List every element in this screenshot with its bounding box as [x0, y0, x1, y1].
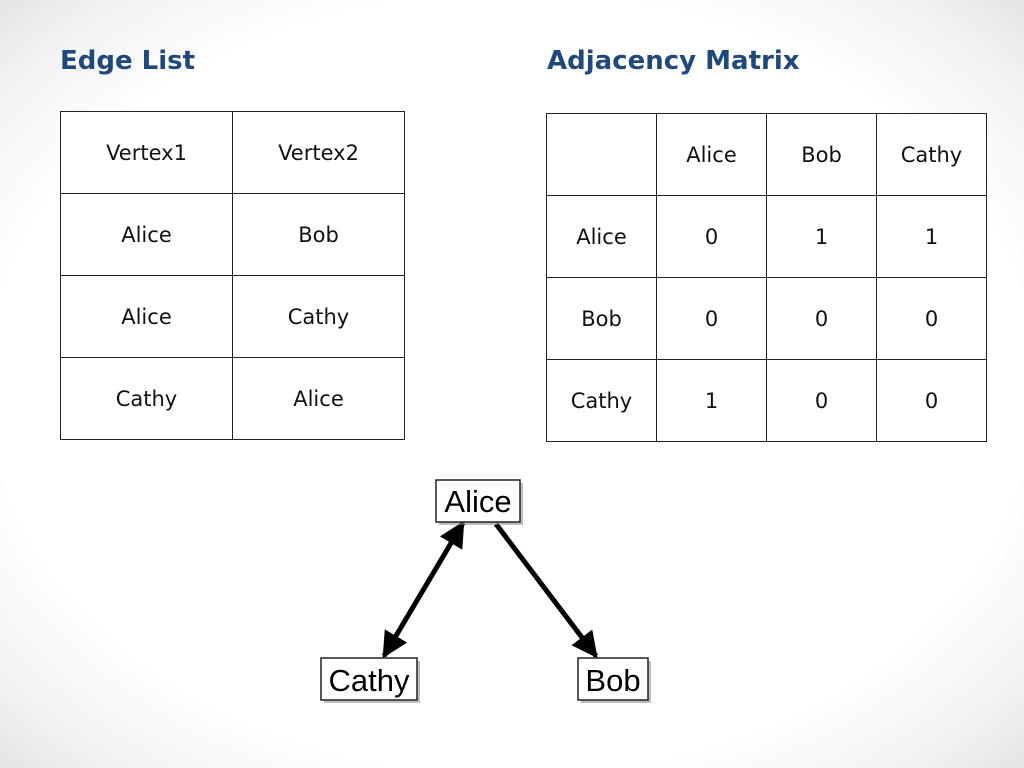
- node-cathy: Cathy: [320, 657, 420, 703]
- matrix-cell: 0: [876, 359, 987, 442]
- adjacency-matrix-title: Adjacency Matrix: [547, 46, 800, 76]
- matrix-cell: 0: [766, 277, 877, 360]
- edge-alice-bob: [494, 522, 598, 659]
- matrix-column-header: Cathy: [876, 113, 987, 196]
- matrix-column-header: Bob: [766, 113, 877, 196]
- edge-list-header-cell: Vertex1: [60, 111, 233, 194]
- node-alice: Alice: [435, 479, 523, 525]
- matrix-header-row: Alice Bob Cathy: [546, 113, 987, 196]
- matrix-corner-cell: [546, 113, 657, 196]
- edge-list-row: Alice Cathy: [60, 275, 405, 358]
- edge-list-cell: Cathy: [60, 357, 233, 440]
- matrix-row-header: Cathy: [546, 359, 657, 442]
- edge-list-cell: Cathy: [232, 275, 405, 358]
- matrix-row: Alice 0 1 1: [546, 195, 987, 278]
- edge-alice-cathy: [381, 520, 466, 659]
- matrix-column-header: Alice: [656, 113, 767, 196]
- node-bob-label: Bob: [585, 663, 640, 698]
- matrix-cell: 0: [656, 195, 767, 278]
- matrix-cell: 1: [656, 359, 767, 442]
- edge-list-header-cell: Vertex2: [232, 111, 405, 194]
- edge-list-cell: Bob: [232, 193, 405, 276]
- edge-list-title: Edge List: [60, 46, 196, 76]
- matrix-cell: 1: [876, 195, 987, 278]
- edge-list-header-row: Vertex1 Vertex2: [60, 111, 405, 194]
- node-alice-label: Alice: [444, 484, 511, 519]
- matrix-cell: 0: [656, 277, 767, 360]
- node-bob: Bob: [577, 657, 651, 703]
- node-cathy-label: Cathy: [329, 663, 410, 698]
- edge-list-cell: Alice: [232, 357, 405, 440]
- edge-list-row: Cathy Alice: [60, 357, 405, 440]
- matrix-row-header: Alice: [546, 195, 657, 278]
- matrix-row: Cathy 1 0 0: [546, 359, 987, 442]
- adjacency-matrix-table: Alice Bob Cathy Alice 0 1 1 Bob 0 0 0 Ca…: [546, 113, 987, 442]
- matrix-cell: 1: [766, 195, 877, 278]
- edge-list-table: Vertex1 Vertex2 Alice Bob Alice Cathy Ca…: [60, 111, 405, 440]
